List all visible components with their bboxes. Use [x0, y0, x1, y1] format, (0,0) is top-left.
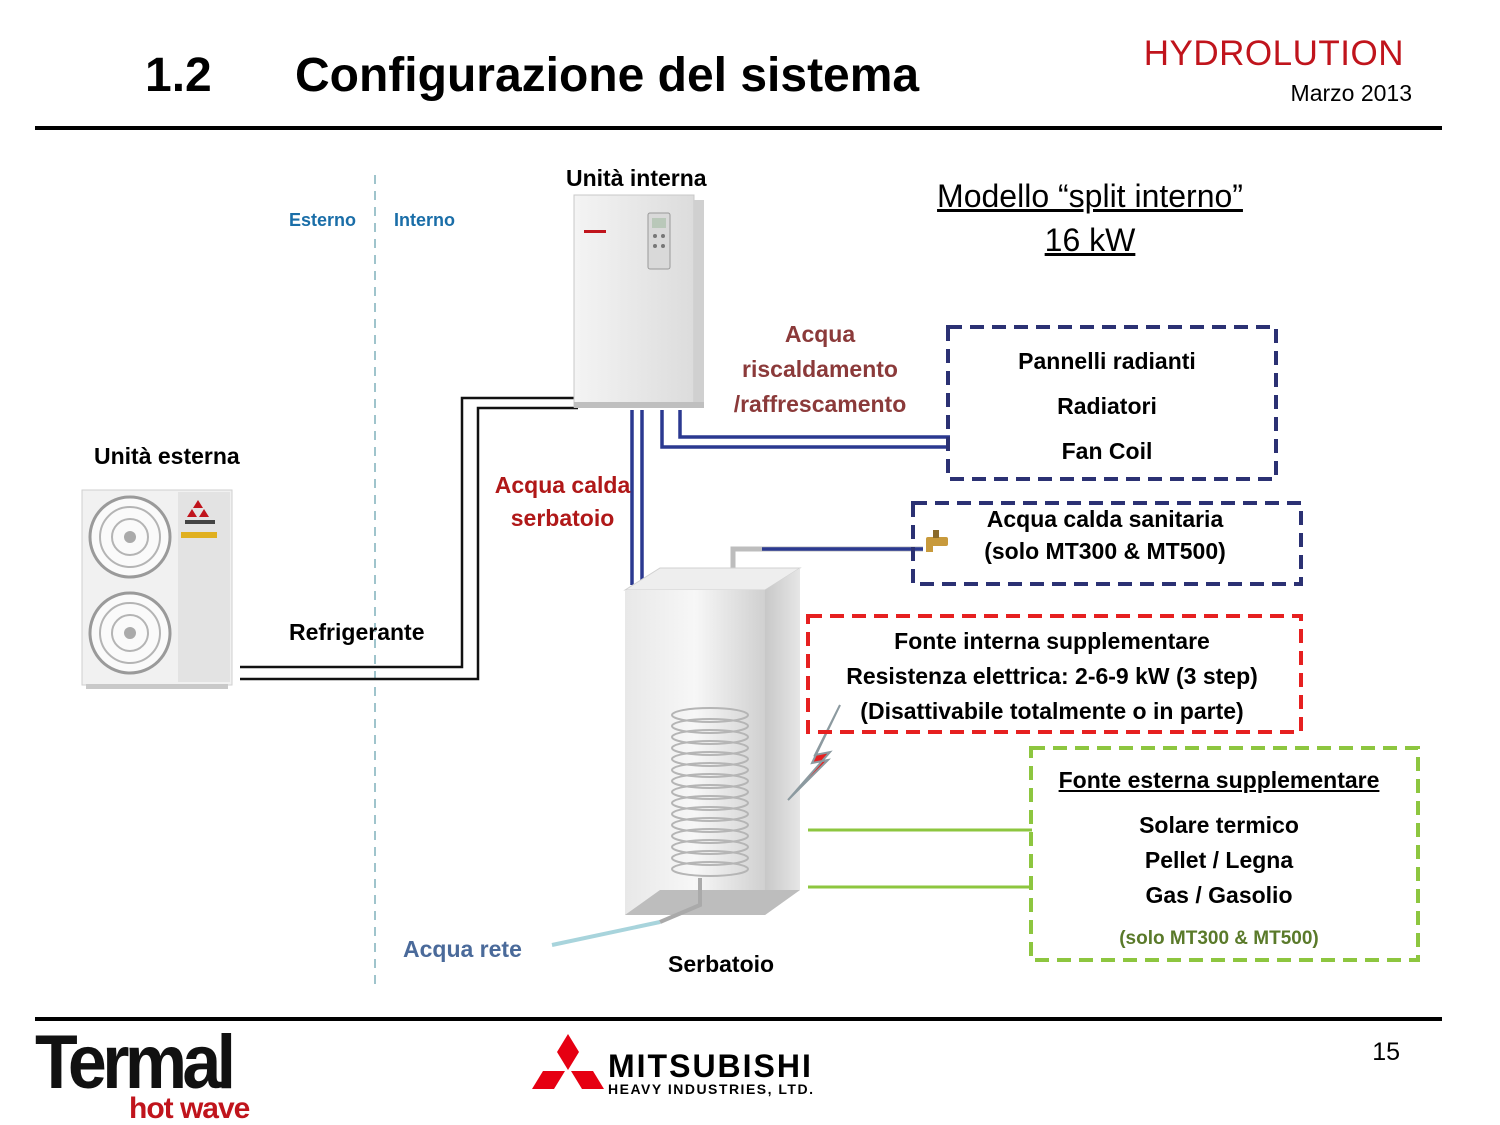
date-label: Marzo 2013	[1290, 80, 1412, 106]
tank-label: Serbatoio	[668, 951, 775, 977]
model-line-2: 16 kW	[1044, 222, 1136, 258]
footer-rule	[35, 1017, 1442, 1021]
external-source-item: Gas / Gasolio	[1145, 882, 1293, 908]
internal-source-text: Fonte interna supplementare Resistenza e…	[846, 628, 1258, 724]
refrigerant-pipe	[240, 396, 578, 681]
refrigerant-label: Refrigerante	[289, 619, 425, 645]
termal-logo-sub-text: hot wave	[129, 1092, 250, 1125]
tank-pipes	[630, 410, 644, 585]
mains-water-pipe	[551, 920, 661, 947]
emitter-list: Pannelli radianti Radiatori Fan Coil	[948, 339, 1266, 474]
model-line-1: Modello “split interno”	[937, 178, 1243, 214]
header-rule	[35, 126, 1442, 130]
termal-logo: Termal hot wave	[35, 1024, 275, 1124]
mitsubishi-logo-sub: HEAVY INDUSTRIES, LTD.	[608, 1081, 815, 1097]
external-source-note: (solo MT300 & MT500)	[1119, 928, 1319, 949]
mitsubishi-logo-main: MITSUBISHI	[608, 1048, 813, 1084]
tank-water-label: Acqua calda serbatoio	[494, 472, 631, 531]
tap-icon	[926, 530, 948, 552]
external-source-title: Fonte esterna supplementare	[1058, 767, 1380, 793]
termal-logo-main: Termal	[35, 1020, 236, 1105]
termal-logo-sub: hot wave	[129, 1092, 250, 1125]
page-number: 15	[1372, 1038, 1400, 1066]
external-source-item: Pellet / Legna	[1144, 847, 1294, 873]
section-number: 1.2	[145, 49, 212, 102]
tank-image	[623, 567, 802, 924]
emitter-item: Radiatori	[1057, 393, 1157, 419]
heating-pipes	[660, 410, 950, 449]
emitter-box	[946, 325, 1278, 481]
mitsubishi-diamonds-icon	[532, 1034, 604, 1089]
lightning-icon	[787, 704, 841, 801]
indoor-unit-image	[573, 194, 704, 408]
external-source-text: Fonte esterna supplementare Solare termi…	[1031, 763, 1407, 956]
external-source-pipes	[808, 828, 1032, 889]
dhw-box	[911, 501, 1303, 586]
emitter-item: Pannelli radianti	[1018, 348, 1196, 374]
external-source-item: Solare termico	[1139, 812, 1299, 838]
zone-inside-label: Interno	[394, 210, 455, 230]
external-source-box	[1029, 746, 1420, 962]
mains-water-label: Acqua rete	[403, 936, 522, 962]
zone-outside-label: Esterno	[289, 210, 357, 230]
heating-water-label: Acqua riscaldamento /raffrescamento	[733, 321, 907, 417]
outdoor-unit-label: Unità esterna	[94, 443, 240, 469]
page-title: Configurazione del sistema	[295, 49, 920, 102]
model-caption: Modello “split interno” 16 kW	[880, 174, 1300, 262]
emitter-item: Fan Coil	[1061, 438, 1153, 464]
internal-source-box	[806, 614, 1303, 734]
dhw-text: Acqua calda sanitaria (solo MT300 & MT50…	[984, 506, 1226, 564]
brand-name: HYDROLUTION	[1143, 34, 1404, 73]
indoor-unit-label: Unità interna	[566, 165, 707, 191]
outdoor-unit-image	[81, 489, 233, 689]
